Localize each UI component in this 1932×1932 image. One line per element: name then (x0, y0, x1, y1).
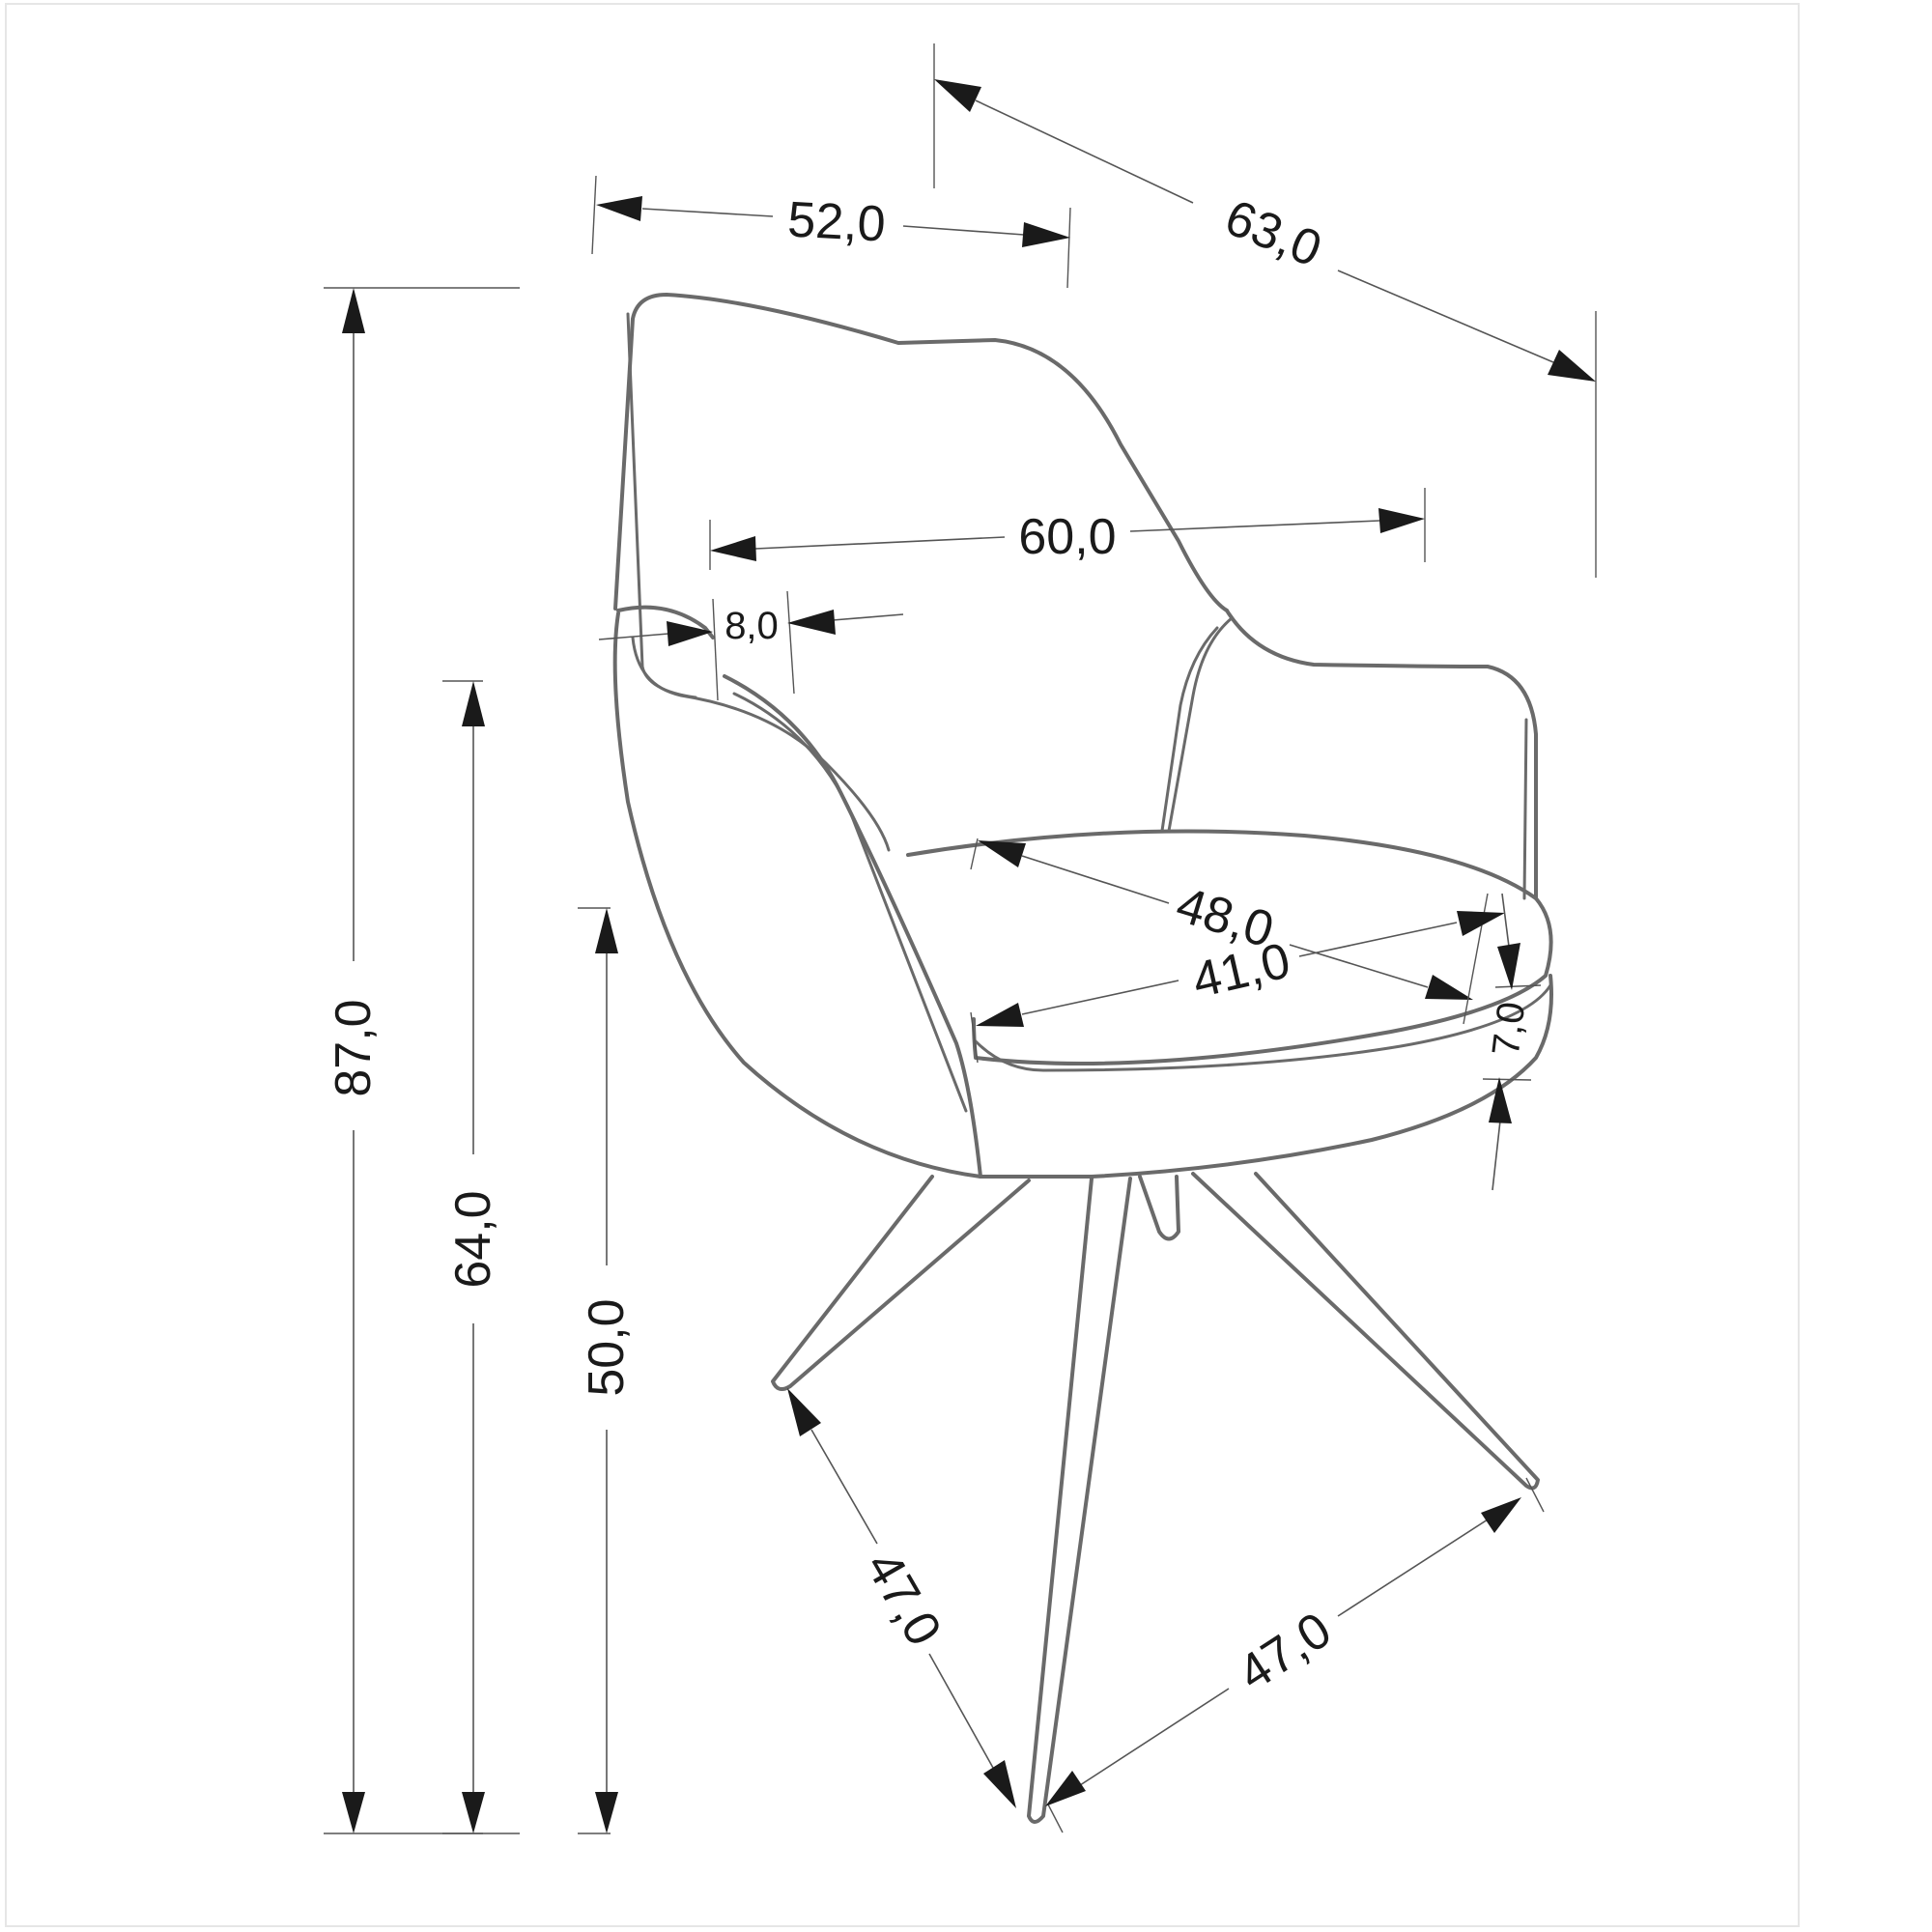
seat-thickness-label: 7,0 (1485, 1000, 1533, 1059)
arrow-bottom (983, 1760, 1016, 1808)
dim-depth: 63,0 (933, 43, 1597, 578)
dim-leg-span-right: 47,0 (1045, 1477, 1545, 1833)
arrow-left (978, 840, 1026, 867)
left-arm-front (723, 674, 982, 1179)
arrow-left (667, 621, 713, 646)
arrow-top (1497, 943, 1520, 990)
arrow-top (342, 288, 365, 333)
arrow-right (1457, 911, 1505, 936)
page-frame (5, 3, 1800, 1927)
right-arm-front (1522, 718, 1528, 900)
dim-armrest-height: 64,0 (442, 680, 501, 1834)
backrest-outline (613, 293, 1229, 612)
arrow-right (1425, 975, 1473, 1000)
depth-label: 63,0 (1217, 189, 1329, 278)
total-height-label: 87,0 (326, 999, 382, 1096)
backrest-piping (626, 312, 644, 668)
arrow-right (1481, 1497, 1521, 1533)
left-arm-inner-roll-2 (640, 665, 697, 699)
leg-span-left-label: 47,0 (855, 1543, 952, 1656)
dim-leg-span-left: 47,0 (787, 1388, 1016, 1808)
arrow-top (787, 1388, 821, 1436)
chair-outline (612, 293, 1553, 1824)
swivel-base (1138, 1175, 1180, 1241)
arrow-bottom (342, 1792, 365, 1833)
seat-side (979, 974, 1553, 1179)
back-right-leg (1191, 1172, 1540, 1491)
back-left-leg (771, 1175, 1031, 1392)
arrow-left (710, 536, 756, 561)
arrow-left (976, 1003, 1024, 1027)
arrow-left (1045, 1771, 1086, 1806)
left-arm-top (616, 605, 715, 639)
right-arm-inner-2 (1160, 626, 1219, 833)
right-arm-outline (1225, 609, 1538, 900)
seat-depth-label: 41,0 (1187, 932, 1295, 1009)
backrest-width-label: 60,0 (1018, 509, 1116, 565)
arrow-bottom (595, 1792, 618, 1833)
dim-seat-thickness: 7,0 (1482, 893, 1542, 1191)
seat-height-label: 50,0 (579, 1298, 635, 1396)
arrow-bottom (462, 1792, 485, 1833)
arrow-left (934, 79, 981, 112)
dim-armrest-width: 8,0 (598, 590, 904, 701)
dim-seat-height: 50,0 (578, 907, 635, 1834)
arrow-bottom (1489, 1077, 1512, 1123)
armrest-width-label: 8,0 (724, 605, 779, 647)
dim-total-height: 87,0 (324, 287, 520, 1834)
seat-top (906, 829, 1553, 1065)
arrow-right (787, 610, 836, 635)
arrow-left (596, 196, 642, 221)
front-left-leg (1027, 1177, 1132, 1824)
arrow-right (1378, 508, 1425, 533)
arrow-right (1548, 350, 1596, 382)
dim-backrest-width: 60,0 (709, 488, 1426, 570)
arrow-top (462, 681, 485, 726)
left-arm-shell (612, 611, 982, 1179)
left-arm-inner-roll (631, 636, 891, 852)
right-arm-inner (1167, 616, 1234, 833)
seat-piping (974, 983, 1552, 1072)
width-label: 52,0 (786, 191, 887, 252)
leg-span-right-label: 47,0 (1229, 1602, 1341, 1702)
left-arm-front-piping (732, 692, 968, 1113)
arrow-top (595, 908, 618, 953)
arrow-right (1022, 222, 1070, 247)
dim-width: 52,0 (591, 175, 1071, 289)
armrest-height-label: 64,0 (445, 1190, 501, 1288)
